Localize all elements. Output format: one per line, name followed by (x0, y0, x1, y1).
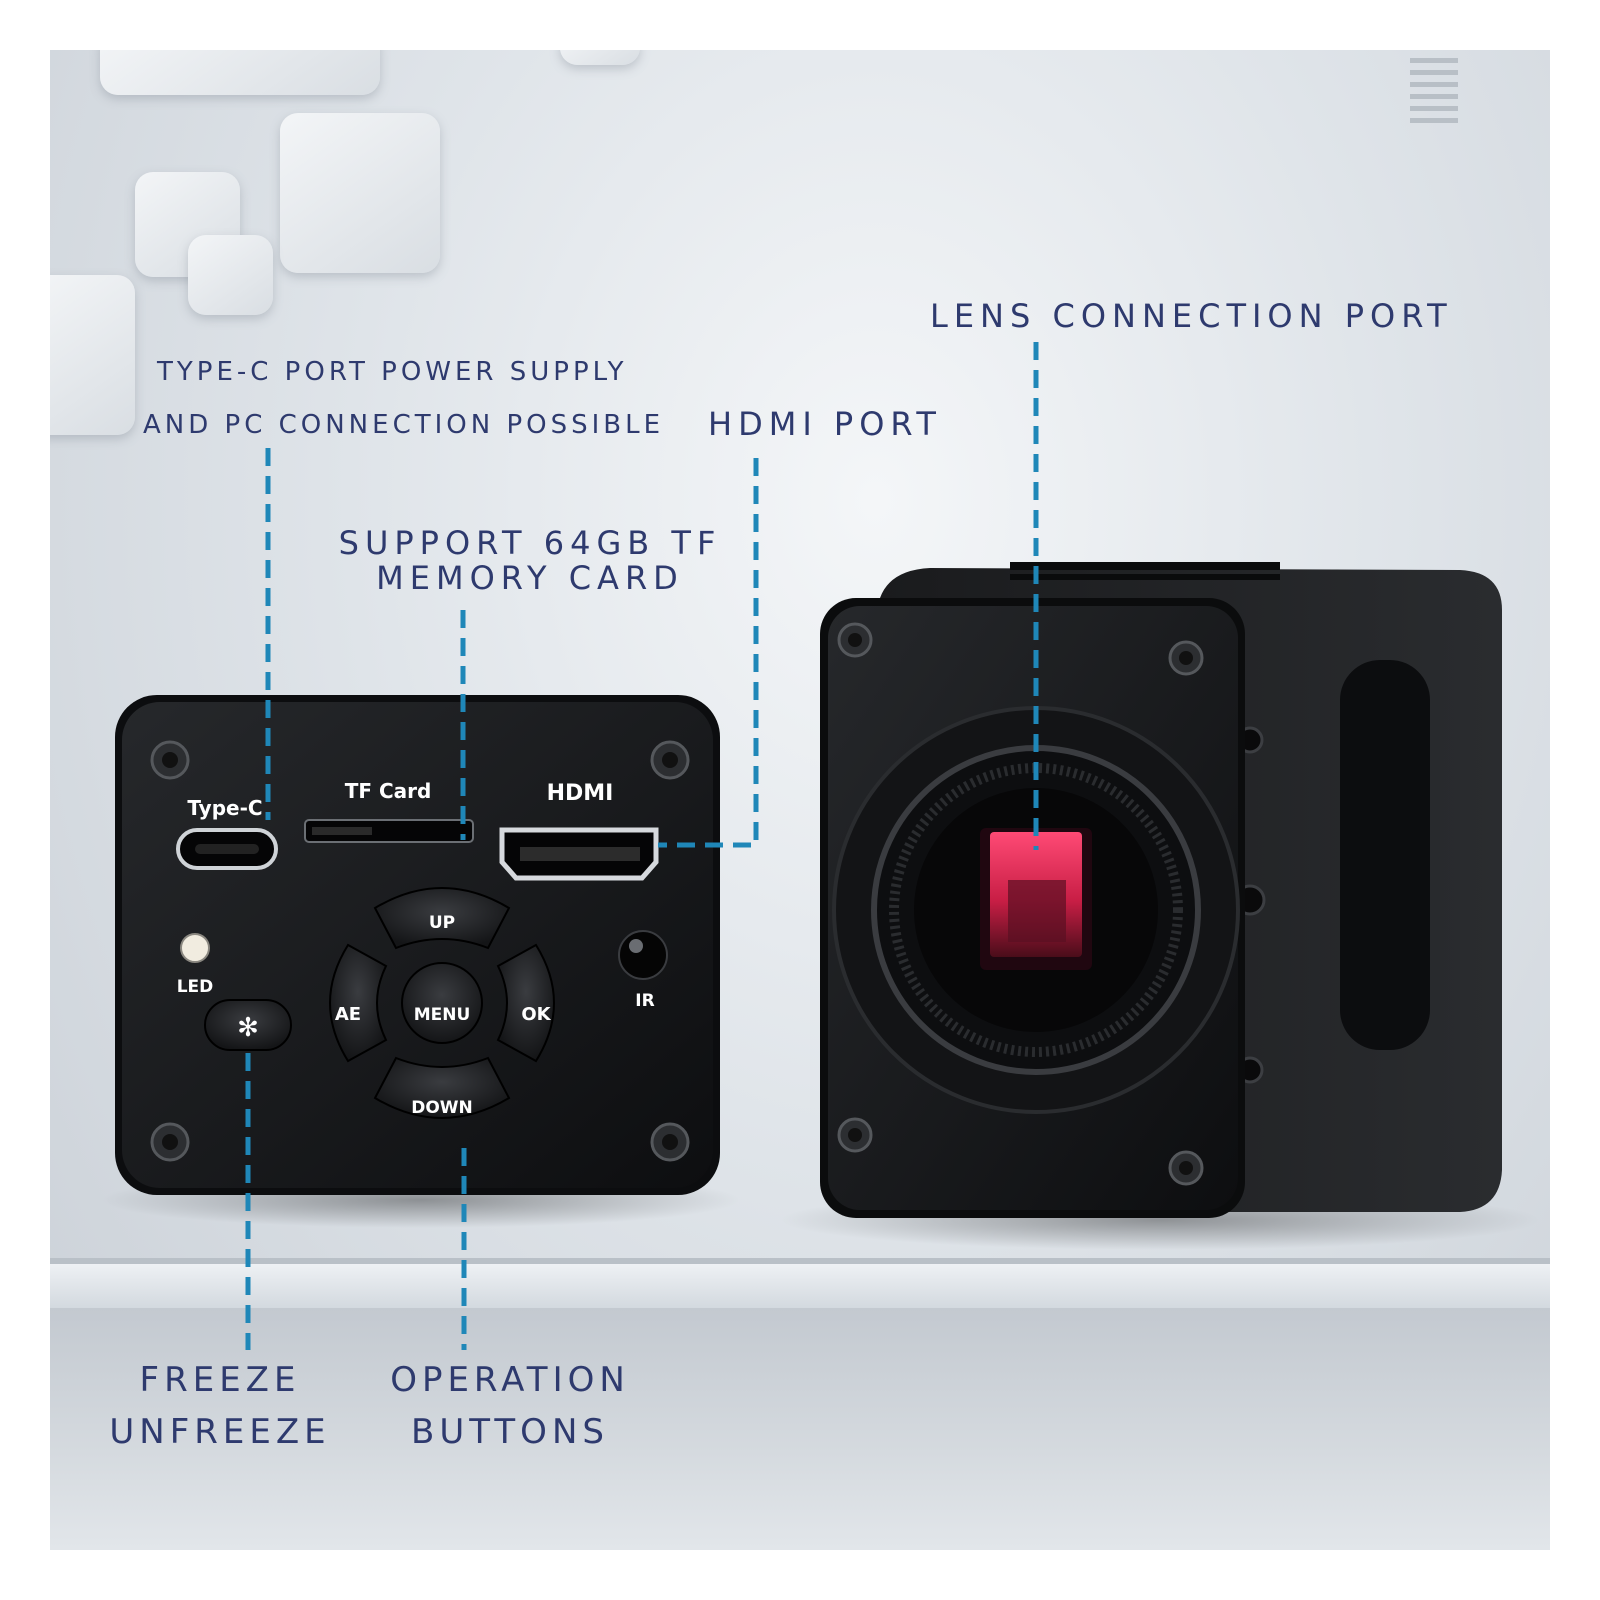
bg-tile (560, 50, 640, 65)
lens-port-callout: LENS CONNECTION PORT (930, 297, 1453, 335)
shelf-lower (50, 1308, 1550, 1550)
camera-back-panel (115, 695, 720, 1195)
down-button-label: DOWN (411, 1098, 473, 1118)
bg-tile (100, 50, 380, 95)
type-c-port-label: Type-C (187, 796, 262, 820)
camera-front-body (820, 562, 1502, 1218)
ae-button-label: AE (335, 1004, 361, 1025)
operation-label-line2: BUTTONS (411, 1412, 609, 1452)
bg-tile (188, 235, 273, 315)
typec-label-line1: TYPE-C PORT POWER SUPPLY (157, 357, 628, 387)
product-image-stage: Type-C TF Card HDMI UP DOWN AE OK MENU L… (50, 50, 1550, 1550)
freeze-label-line1: FREEZE (139, 1360, 301, 1400)
up-button-label: UP (429, 913, 455, 933)
tf-label-line1: SUPPORT 64GB TF (338, 524, 722, 562)
ok-button-label: OK (521, 1004, 551, 1025)
typec-label-line2: AND PC CONNECTION POSSIBLE (143, 410, 665, 440)
bg-stripes (1410, 58, 1458, 130)
led-indicator-label: LED (177, 977, 214, 997)
freeze-button-symbol: ✻ (237, 1013, 259, 1043)
callout-line-hdmi (658, 458, 759, 848)
shelf-face (50, 1264, 1550, 1308)
callout-lines (245, 342, 1039, 1350)
hdmi-port-label: HDMI (547, 781, 614, 806)
bg-tile (280, 113, 440, 273)
tf-label-line2: MEMORY CARD (376, 559, 684, 597)
camera-illustration: Type-C TF Card HDMI UP DOWN AE OK MENU L… (100, 342, 1540, 1350)
tf-card-slot-label: TF Card (345, 779, 432, 803)
freeze-label-line2: UNFREEZE (109, 1412, 331, 1452)
bg-tile (50, 275, 135, 435)
hdmi-port-callout: HDMI PORT (708, 405, 942, 443)
operation-label-line1: OPERATION (390, 1360, 630, 1400)
ir-sensor-label: IR (635, 991, 654, 1011)
shelf-top-edge (50, 1258, 1550, 1264)
menu-button-label: MENU (414, 1005, 471, 1025)
